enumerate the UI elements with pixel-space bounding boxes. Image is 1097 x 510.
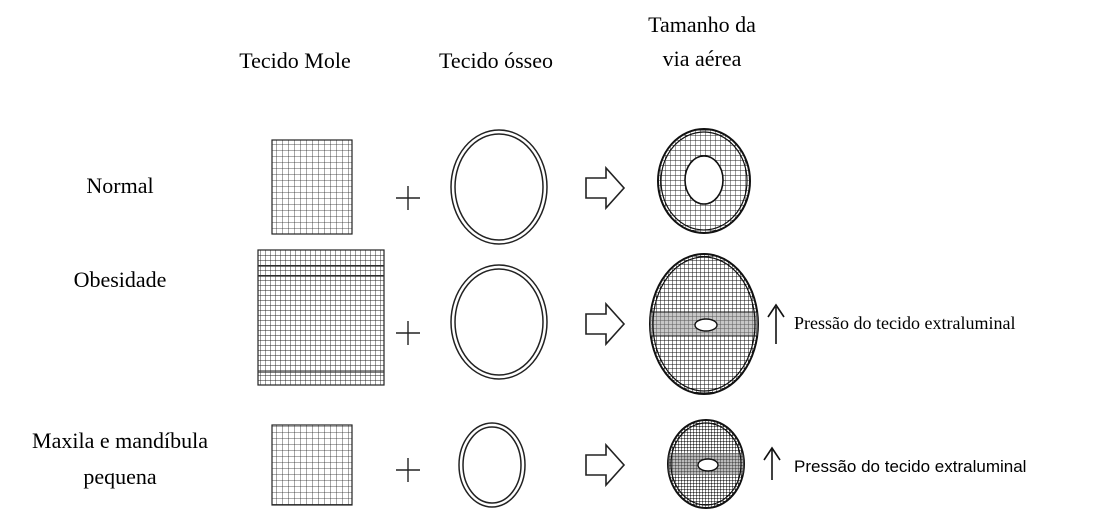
plus-sign-row-2 xyxy=(396,321,420,345)
header-bone-tissue: Tecido ósseo xyxy=(439,48,553,73)
airway-small-jaw xyxy=(667,419,745,509)
header-soft-tissue: Tecido Mole xyxy=(239,48,351,73)
annotation-obesity-pressure: Pressão do tecido extraluminal xyxy=(794,313,1016,333)
hollow-right-arrow-icon xyxy=(585,301,626,347)
plus-sign-row-3 xyxy=(396,458,420,482)
soft-tissue-normal-grid xyxy=(271,139,353,235)
plus-sign-row-1 xyxy=(396,186,420,210)
up-arrow-icon xyxy=(763,446,781,480)
row-label-small-jaw-line-1: Maxila e mandíbula xyxy=(32,428,208,453)
soft-tissue-obesity-grid xyxy=(257,249,385,386)
row-label-normal: Normal xyxy=(86,173,154,198)
up-arrow-icon xyxy=(767,303,785,344)
bone-ring-obesity xyxy=(450,264,548,380)
annotation-small-jaw-pressure: Pressão do tecido extraluminal xyxy=(794,457,1027,476)
row-label-obesity: Obesidade xyxy=(73,267,167,292)
bone-ring-small xyxy=(458,422,526,508)
row-label-small-jaw-line-2: pequena xyxy=(83,464,157,489)
bone-ring-normal xyxy=(450,129,548,245)
header-airway-line-1: Tamanho da xyxy=(648,12,756,37)
header-airway-line-2: via aérea xyxy=(662,46,742,71)
hollow-right-arrow-icon xyxy=(585,442,626,488)
airway-obesity xyxy=(649,253,759,395)
hollow-right-arrow-icon xyxy=(585,165,626,211)
airway-normal xyxy=(657,128,751,234)
soft-tissue-small-jaw-grid xyxy=(271,424,353,506)
